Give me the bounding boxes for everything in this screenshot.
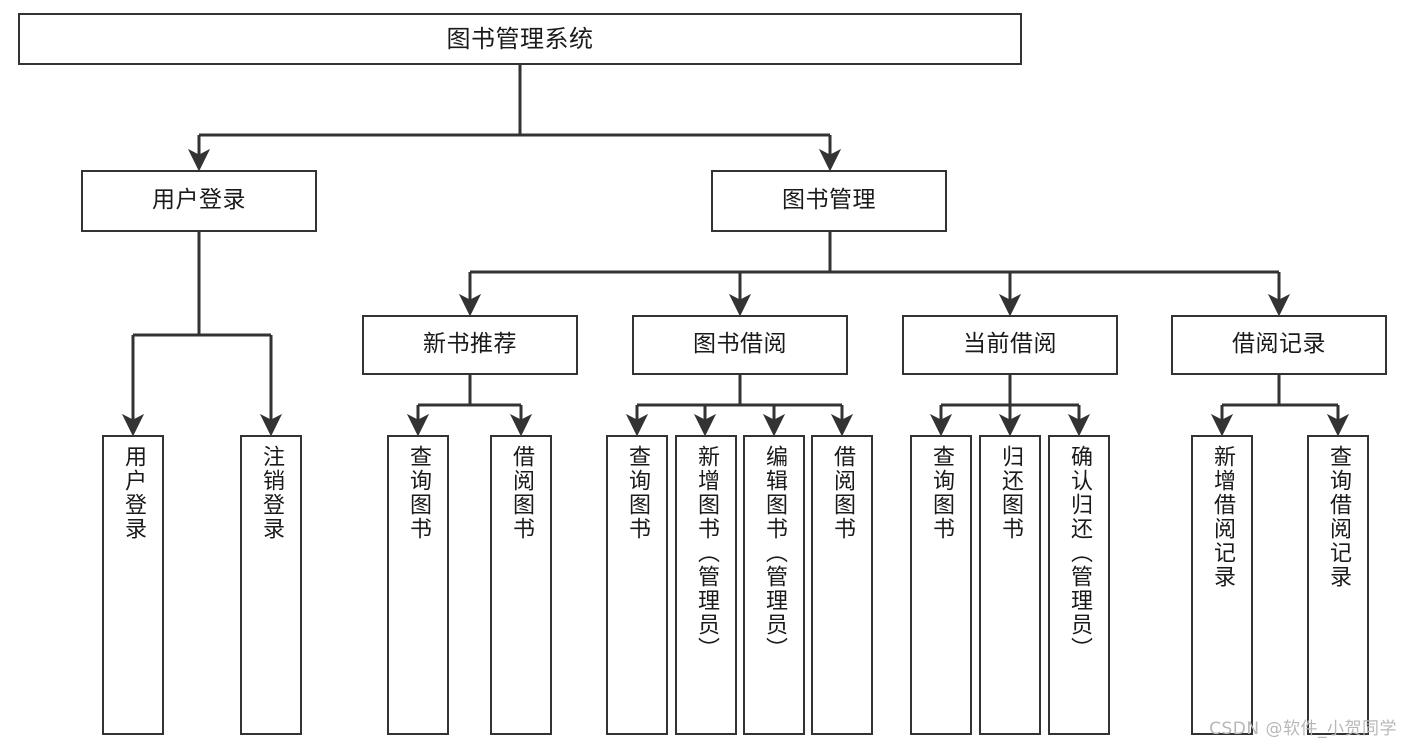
node-label: 查询图书 [929,445,954,541]
leaf-borrow-query-books[interactable]: 查询图书 [606,435,668,735]
leaf-borrow-edit-book-admin[interactable]: 编辑图书（管理员） [743,435,805,735]
node-label: 图书借阅 [693,331,787,358]
node-book-borrow[interactable]: 图书借阅 [632,315,848,375]
connector-bookmgmt-to-level3 [458,232,1291,317]
node-label: 查询图书 [406,445,431,541]
leaf-current-query-books[interactable]: 查询图书 [910,435,972,735]
node-label: 查询借阅记录 [1326,445,1351,589]
node-book-management[interactable]: 图书管理 [711,170,947,232]
connector-root-to-level2 [187,65,842,172]
connector-currentborrow-to-leaves [929,375,1091,437]
node-label: 确认归还（管理员） [1067,445,1092,661]
connector-userlogin-to-leaves [121,232,283,437]
node-label: 归还图书 [998,445,1023,541]
leaf-record-query-borrow-record[interactable]: 查询借阅记录 [1307,435,1369,735]
node-label: 图书管理系统 [446,24,594,53]
node-borrow-record[interactable]: 借阅记录 [1171,315,1387,375]
leaf-newbook-query-books[interactable]: 查询图书 [387,435,449,735]
node-new-book-recommendation[interactable]: 新书推荐 [362,315,578,375]
node-label: 注销登录 [259,445,284,541]
node-label: 用户登录 [152,187,246,214]
node-label: 新书推荐 [423,331,517,358]
leaf-user-login[interactable]: 用户登录 [102,435,164,735]
node-label: 新增图书（管理员） [694,445,719,661]
node-label: 当前借阅 [963,331,1057,358]
connector-newbook-to-leaves [406,375,533,437]
leaf-current-confirm-return-admin[interactable]: 确认归还（管理员） [1048,435,1110,735]
node-label: 编辑图书（管理员） [762,445,787,661]
node-user-login[interactable]: 用户登录 [81,170,317,232]
node-label: 用户登录 [121,445,146,541]
node-label: 借阅记录 [1232,331,1326,358]
leaf-current-return-books[interactable]: 归还图书 [979,435,1041,735]
node-label: 新增借阅记录 [1210,445,1235,589]
node-label: 查询图书 [625,445,650,541]
node-label: 借阅图书 [830,445,855,541]
leaf-logout[interactable]: 注销登录 [240,435,302,735]
leaf-borrow-add-book-admin[interactable]: 新增图书（管理员） [675,435,737,735]
leaf-newbook-borrow-books[interactable]: 借阅图书 [490,435,552,735]
node-root-book-management-system[interactable]: 图书管理系统 [18,13,1022,65]
node-label: 图书管理 [782,187,876,214]
connector-borrowrecord-to-leaves [1210,375,1350,437]
leaf-borrow-borrow-books[interactable]: 借阅图书 [811,435,873,735]
node-label: 借阅图书 [509,445,534,541]
node-current-borrow[interactable]: 当前借阅 [902,315,1118,375]
connector-bookborrow-to-leaves [625,375,854,437]
leaf-record-add-borrow-record[interactable]: 新增借阅记录 [1191,435,1253,735]
